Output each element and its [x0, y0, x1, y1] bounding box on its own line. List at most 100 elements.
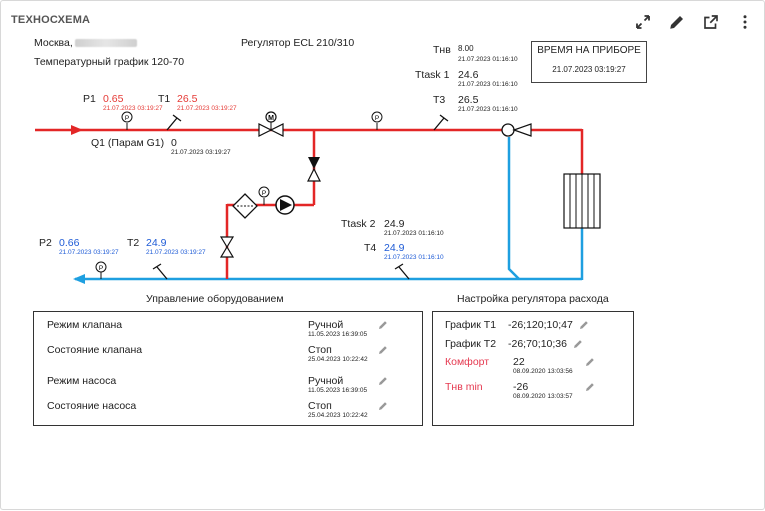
edit-valve-mode-icon[interactable] — [378, 320, 388, 330]
radiator-icon — [563, 173, 601, 229]
ttask2-timestamp: 21.07.2023 01:16:10 — [384, 230, 444, 237]
equipment-row-value: Стоп — [308, 400, 332, 412]
p2-label: P2 — [39, 237, 52, 249]
graph-t2-value: -26;70;10;36 — [508, 338, 567, 350]
equipment-row-value: Ручной — [308, 375, 344, 387]
svg-text:P: P — [99, 265, 103, 272]
equipment-row-label: Состояние клапана — [47, 344, 143, 356]
ttask2-value: 24.9 — [384, 218, 405, 230]
tnv-value: 8.00 — [458, 44, 474, 53]
svg-text:P: P — [262, 190, 266, 197]
edit-graph-t1-icon[interactable] — [579, 320, 589, 330]
comfort-value: 22 — [513, 356, 525, 368]
ttask1-value: 24.6 — [458, 69, 479, 81]
equipment-row-label: Режим насоса — [47, 375, 117, 387]
edit-pump-state-icon[interactable] — [378, 401, 388, 411]
equipment-row-value: Ручной — [308, 319, 344, 331]
edit-icon[interactable] — [666, 11, 688, 33]
flow-panel: График Т1 -26;120;10;47 График Т2 -26;70… — [432, 311, 634, 426]
pressure-gauge-pump-icon: P — [258, 186, 270, 205]
svg-text:P: P — [125, 115, 129, 122]
edit-pump-mode-icon[interactable] — [378, 376, 388, 386]
svg-text:M: M — [268, 115, 274, 122]
equipment-row-timestamp: 25.04.2023 10:22:42 — [308, 412, 368, 419]
address-redacted — [74, 39, 137, 48]
q1-value: 0 — [171, 137, 177, 149]
ttask1-label: Ttask 1 — [415, 69, 450, 81]
ttask1-timestamp: 21.07.2023 01:16:10 — [458, 81, 518, 88]
regulator-label: Регулятор ECL 210/310 — [241, 37, 355, 49]
svg-text:P: P — [375, 115, 379, 122]
graph-t1-label: График Т1 — [445, 319, 497, 331]
t3-label: Т3 — [433, 94, 446, 106]
equipment-row-timestamp: 11.05.2023 16:39:05 — [308, 387, 368, 394]
flow-title: Настройка регулятора расхода — [457, 293, 609, 305]
return-arrow-icon — [73, 274, 85, 284]
temp-sensor-t4-icon — [394, 263, 410, 280]
equipment-title: Управление оборудованием — [146, 293, 284, 305]
equipment-row-label: Состояние насоса — [47, 400, 137, 412]
equipment-panel: Режим клапана Ручной 11.05.2023 16:39:05… — [33, 311, 423, 426]
t1-value: 26.5 — [177, 93, 198, 105]
mixer-bypass-pipe — [507, 137, 520, 280]
temp-sensor-t2-icon — [152, 263, 168, 280]
pressure-gauge-supply-icon: P — [371, 111, 383, 130]
p2-timestamp: 21.07.2023 03:19:27 — [59, 249, 119, 256]
comfort-timestamp: 08.09.2020 13:03:56 — [513, 368, 573, 375]
check-valve-icon — [308, 157, 320, 169]
more-menu-icon[interactable] — [734, 11, 756, 33]
equipment-row-timestamp: 11.05.2023 16:39:05 — [308, 331, 368, 338]
device-time-box: ВРЕМЯ НА ПРИБОРЕ 21.07.2023 03:19:27 — [531, 41, 647, 83]
comfort-label: Комфорт — [445, 356, 490, 368]
pressure-gauge-p2-icon: P — [95, 261, 107, 279]
card-title: ТЕХНОСХЕМА — [11, 14, 91, 26]
open-external-icon[interactable] — [700, 11, 722, 33]
q1-timestamp: 21.07.2023 03:19:27 — [171, 149, 231, 156]
t4-label: T4 — [364, 242, 377, 254]
card-toolbar — [632, 11, 756, 33]
p2-value: 0.66 — [59, 237, 80, 249]
device-time-value: 21.07.2023 03:19:27 — [552, 65, 626, 74]
p1-label: P1 — [83, 93, 96, 105]
t4-timestamp: 21.07.2023 01:16:10 — [384, 254, 444, 261]
q1-label: Q1 (Парам G1) — [91, 137, 165, 149]
tnv-min-value: -26 — [513, 381, 529, 393]
equipment-row-label: Режим клапана — [47, 319, 123, 331]
tnv-min-label: Тнв min — [445, 381, 483, 393]
graph-t2-label: График Т2 — [445, 338, 497, 350]
temp-sensor-t1-icon — [166, 114, 182, 131]
control-valve-icon — [258, 123, 273, 137]
edit-graph-t2-icon[interactable] — [573, 339, 583, 349]
supply-arrow-icon — [71, 125, 83, 135]
edit-valve-state-icon[interactable] — [378, 345, 388, 355]
t1-timestamp: 21.07.2023 03:19:27 — [177, 105, 237, 112]
city-label: Москва, — [34, 38, 137, 49]
p1-value: 0.65 — [103, 93, 124, 105]
gate-valve-icon — [219, 236, 235, 249]
fullscreen-icon[interactable] — [632, 11, 654, 33]
edit-comfort-icon[interactable] — [585, 357, 595, 367]
t2-value: 24.9 — [146, 237, 167, 249]
device-time-label: ВРЕМЯ НА ПРИБОРЕ — [537, 45, 641, 56]
tnv-min-timestamp: 08.09.2020 13:03:57 — [513, 393, 573, 400]
equipment-row-value: Стоп — [308, 344, 332, 356]
graph-t1-value: -26;120;10;47 — [508, 319, 573, 331]
t4-value: 24.9 — [384, 242, 405, 254]
tnv-label: Тнв — [433, 44, 451, 56]
equipment-row-timestamp: 25.04.2023 10:22:42 — [308, 356, 368, 363]
edit-tnv-min-icon[interactable] — [585, 382, 595, 392]
t2-label: T2 — [127, 237, 140, 249]
temp-sensor-t3-icon — [433, 114, 449, 131]
t3-timestamp: 21.07.2023 01:16:10 — [458, 106, 518, 113]
t3-value: 26.5 — [458, 94, 479, 106]
t2-timestamp: 21.07.2023 03:19:27 — [146, 249, 206, 256]
t1-label: T1 — [158, 93, 171, 105]
ttask2-label: Ttask 2 — [341, 218, 376, 230]
pressure-gauge-p1-icon: P — [121, 111, 133, 130]
valve-motor-icon — [265, 111, 277, 123]
temp-schedule-label: Температурный график 120-70 — [34, 56, 185, 68]
p1-timestamp: 21.07.2023 03:19:27 — [103, 105, 163, 112]
tnv-timestamp: 21.07.2023 01:16:10 — [458, 56, 518, 63]
